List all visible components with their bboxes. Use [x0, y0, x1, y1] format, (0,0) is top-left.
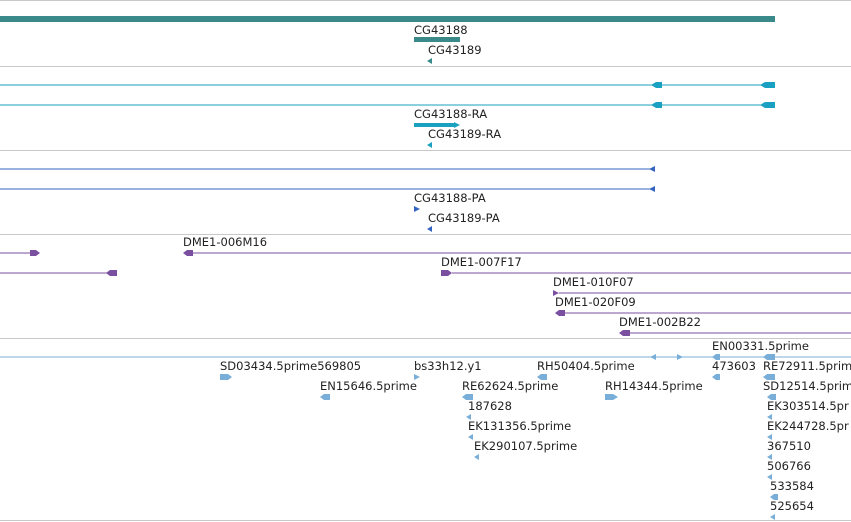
- transcript-label-cg43189-ra[interactable]: CG43189-RA: [428, 127, 502, 141]
- est-sd12514-mark[interactable]: [767, 394, 776, 400]
- clone-label-010f07[interactable]: DME1-010F07: [553, 275, 634, 289]
- est-187628-mark[interactable]: [466, 414, 471, 420]
- protein-arrow-1[interactable]: [649, 166, 655, 172]
- transcript-exon-2b[interactable]: [760, 102, 775, 108]
- track-separator: [0, 234, 851, 235]
- transcript-cg43188-ra-arrow[interactable]: [454, 122, 460, 128]
- clone-020f09-head[interactable]: [555, 310, 565, 316]
- est-533584-mark[interactable]: [770, 494, 778, 500]
- est-en15646-mark[interactable]: [320, 394, 330, 400]
- est-label[interactable]: EK290107.5prime: [474, 439, 578, 453]
- transcript-exon-1a[interactable]: [651, 82, 662, 88]
- gene-arrow-cg43189[interactable]: [427, 58, 432, 64]
- clone-label-007f17[interactable]: DME1-007F17: [441, 255, 522, 269]
- protein-arrow-2[interactable]: [649, 186, 655, 192]
- est-label[interactable]: RE72911.5prime: [763, 359, 851, 373]
- est-label[interactable]: EN15646.5prime: [320, 379, 417, 393]
- est-ek244728-mark[interactable]: [767, 434, 772, 440]
- transcript-exon-1b[interactable]: [760, 82, 775, 88]
- est-525654-mark[interactable]: [770, 514, 775, 520]
- est-label[interactable]: EK244728.5pr: [767, 419, 849, 433]
- track-separator: [0, 0, 851, 1]
- est-473603-mark[interactable]: [712, 374, 720, 380]
- clone-label-006m16[interactable]: DME1-006M16: [183, 235, 268, 249]
- transcript-cg43188-ra[interactable]: [414, 123, 454, 127]
- track-separator: [0, 338, 851, 339]
- est-ek131356-mark[interactable]: [468, 434, 473, 440]
- est-mark-2[interactable]: [677, 354, 683, 360]
- est-sd03434-mark[interactable]: [220, 374, 232, 380]
- est-label[interactable]: 187628: [468, 399, 512, 413]
- clone-002b22-head[interactable]: [619, 330, 630, 336]
- est-label[interactable]: 533584: [770, 479, 814, 493]
- clone-label-020f09[interactable]: DME1-020F09: [555, 295, 636, 309]
- track-separator: [0, 150, 851, 151]
- gene-label-cg43189[interactable]: CG43189: [428, 43, 482, 57]
- est-re62624-mark[interactable]: [462, 394, 473, 400]
- transcript-cg43189-ra-arrow[interactable]: [427, 142, 432, 148]
- est-label[interactable]: EK303514.5pr: [767, 399, 849, 413]
- est-label[interactable]: 473603: [712, 359, 756, 373]
- est-rh14344-mark[interactable]: [605, 394, 618, 400]
- est-label[interactable]: 525654: [770, 499, 814, 513]
- est-label[interactable]: RH50404.5prime: [537, 359, 635, 373]
- clone-label-002b22[interactable]: DME1-002B22: [619, 315, 701, 329]
- clone-arrow-1[interactable]: [30, 250, 40, 256]
- protein-cg43188-pa-arrow[interactable]: [414, 206, 420, 212]
- est-label[interactable]: EK131356.5prime: [468, 419, 572, 433]
- est-506766-mark[interactable]: [767, 474, 772, 480]
- protein-label-cg43189-pa[interactable]: CG43189-PA: [428, 211, 500, 225]
- est-label[interactable]: SD12514.5prime: [763, 379, 851, 393]
- est-label[interactable]: 506766: [767, 459, 811, 473]
- est-mark-4[interactable]: [763, 354, 775, 360]
- clone-006m16-head[interactable]: [183, 250, 193, 256]
- protein-cg43189-pa-arrow[interactable]: [427, 226, 432, 232]
- est-rh50404-mark[interactable]: [537, 374, 547, 380]
- est-label[interactable]: SD03434.5prime569805: [220, 359, 362, 373]
- est-re72911-mark[interactable]: [763, 374, 775, 380]
- clone-arrow-2[interactable]: [106, 270, 117, 276]
- gene-bar-cg43188[interactable]: [414, 37, 460, 42]
- track-separator: [0, 66, 851, 67]
- est-label[interactable]: RE62624.5prime: [462, 379, 559, 393]
- gene-label-cg43188[interactable]: CG43188: [414, 23, 468, 37]
- est-ek290107-mark[interactable]: [474, 454, 479, 460]
- transcript-label-cg43188-ra[interactable]: CG43188-RA: [414, 107, 488, 121]
- est-mark-1[interactable]: [650, 354, 656, 360]
- est-ek303514-mark[interactable]: [767, 414, 772, 420]
- est-label[interactable]: 367510: [767, 439, 811, 453]
- est-mark-3[interactable]: [712, 354, 720, 360]
- est-label[interactable]: RH14344.5prime: [605, 379, 703, 393]
- track-separator: [0, 520, 851, 521]
- gene-bar-main[interactable]: [0, 16, 775, 22]
- est-bs33h12-mark[interactable]: [414, 374, 420, 380]
- clone-010f07-head[interactable]: [553, 290, 559, 296]
- protein-label-cg43188-pa[interactable]: CG43188-PA: [414, 191, 486, 205]
- clone-007f17-head[interactable]: [441, 270, 452, 276]
- transcript-exon-2a[interactable]: [651, 102, 662, 108]
- est-label[interactable]: bs33h12.y1: [414, 359, 482, 373]
- est-367510-mark[interactable]: [767, 454, 772, 460]
- est-label[interactable]: EN00331.5prime: [712, 339, 809, 353]
